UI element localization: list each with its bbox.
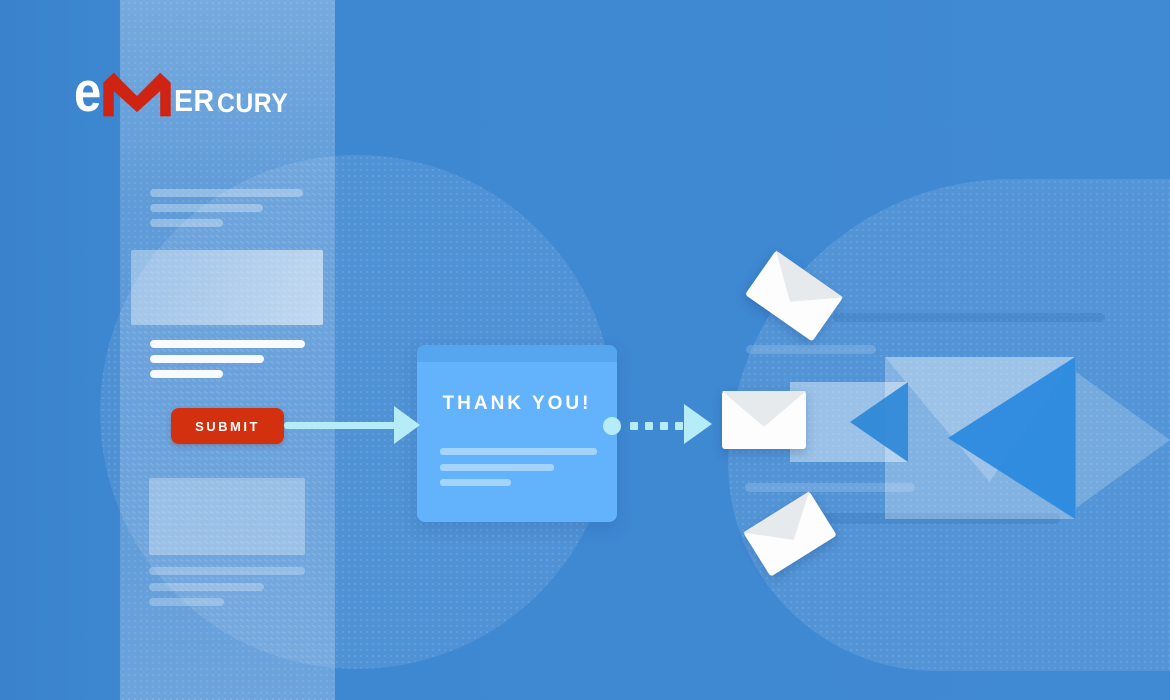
logo-text-er: ER — [174, 83, 215, 118]
placeholder-line — [149, 567, 305, 575]
thank-you-card: THANK YOU! — [417, 345, 617, 522]
placeholder-line — [150, 370, 223, 378]
logo-text-cury: CURY — [217, 88, 289, 118]
logo-letter-e: e — [74, 60, 102, 124]
placeholder-line — [440, 479, 511, 486]
speed-line — [833, 313, 1105, 322]
speed-line — [745, 483, 915, 492]
submit-button[interactable]: SUBMIT — [171, 408, 284, 444]
speed-line — [746, 345, 876, 354]
placeholder-line — [150, 219, 223, 227]
dotted-arrow-dot — [645, 422, 653, 430]
dotted-arrow-start-dot — [603, 417, 621, 435]
placeholder-line — [440, 464, 554, 471]
placeholder-line — [150, 204, 263, 212]
arrow-head-icon — [684, 404, 712, 444]
thank-you-card-header — [417, 345, 617, 362]
dotted-arrow-dot — [675, 422, 683, 430]
placeholder-line — [150, 340, 305, 348]
envelope-flap — [722, 391, 806, 427]
placeholder-line — [150, 189, 303, 197]
envelope-icon — [722, 391, 806, 449]
speed-line — [800, 513, 1060, 524]
placeholder-image — [149, 478, 305, 555]
envelope-m-icon — [103, 72, 171, 117]
thank-you-title: THANK YOU! — [442, 393, 592, 414]
dotted-arrow-dot — [630, 422, 638, 430]
arrow-head-icon — [394, 406, 420, 444]
placeholder-line — [150, 355, 264, 363]
placeholder-line — [440, 448, 597, 455]
arrow-line — [284, 422, 396, 429]
placeholder-line — [149, 598, 224, 606]
landing-page-panel — [120, 0, 335, 700]
placeholder-line — [149, 583, 264, 591]
dotted-arrow-dot — [660, 422, 668, 430]
placeholder-image — [131, 250, 323, 325]
